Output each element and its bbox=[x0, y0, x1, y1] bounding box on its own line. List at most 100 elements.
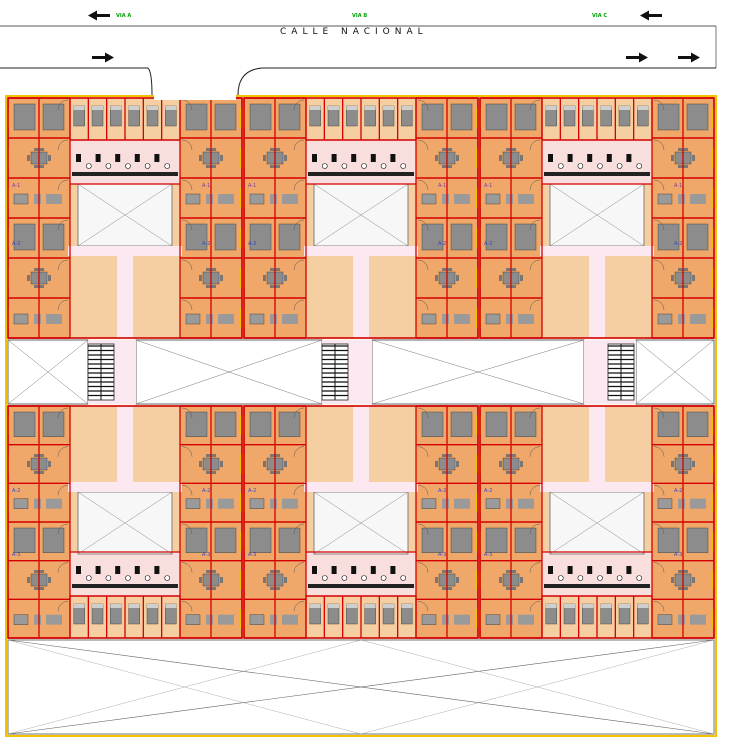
sofa-icon bbox=[185, 498, 201, 509]
door-swing-icon bbox=[57, 99, 69, 111]
bed-icon bbox=[185, 411, 208, 437]
door-swing-icon bbox=[293, 523, 305, 535]
door-swing-icon bbox=[293, 601, 305, 612]
armchair-icon bbox=[34, 314, 41, 324]
toilet-icon bbox=[144, 163, 151, 169]
door-swing-icon bbox=[181, 485, 193, 496]
door-swing-icon bbox=[293, 407, 305, 419]
corridor bbox=[304, 482, 418, 492]
bed-icon bbox=[421, 103, 444, 131]
unit-label: A-1 bbox=[12, 183, 20, 189]
bed-icon bbox=[278, 103, 301, 131]
armchair-icon bbox=[678, 314, 685, 324]
chair-icon bbox=[435, 275, 438, 281]
fixture-icon bbox=[548, 154, 553, 162]
bed-icon bbox=[450, 223, 473, 251]
pillow-icon bbox=[564, 604, 575, 608]
bed-icon bbox=[42, 223, 65, 251]
chair-icon bbox=[27, 461, 30, 467]
fixture-icon bbox=[548, 566, 553, 574]
fixture-icon bbox=[626, 154, 632, 162]
bed-icon bbox=[514, 223, 537, 251]
toilet-icon bbox=[616, 163, 623, 169]
door-swing-icon bbox=[653, 219, 665, 231]
bed-icon bbox=[657, 411, 680, 437]
sofa-icon bbox=[485, 193, 501, 205]
armchair-icon bbox=[678, 498, 685, 509]
sofa-icon bbox=[454, 314, 470, 324]
pillow-icon bbox=[582, 604, 594, 608]
unit-label: A-3 bbox=[12, 552, 20, 558]
toilet-icon bbox=[86, 163, 92, 169]
door-swing-icon bbox=[293, 179, 305, 191]
pillow-icon bbox=[346, 106, 358, 110]
door-swing-icon bbox=[529, 562, 541, 573]
bed-icon bbox=[686, 223, 709, 251]
unit-label: A-1 bbox=[438, 183, 446, 189]
chair-icon bbox=[284, 155, 287, 161]
sofa-icon bbox=[421, 313, 437, 325]
unit-label: A-2 bbox=[248, 488, 256, 494]
door-swing-icon bbox=[57, 407, 69, 419]
chair-icon bbox=[220, 155, 223, 161]
door-swing-icon bbox=[417, 299, 429, 311]
unit-label: A-3 bbox=[438, 552, 446, 558]
pillow-icon bbox=[364, 604, 376, 608]
service-band bbox=[70, 552, 180, 596]
chair-icon bbox=[520, 275, 523, 281]
door-swing-icon bbox=[529, 446, 541, 457]
sofa-icon bbox=[690, 314, 706, 324]
fixture-icon bbox=[390, 154, 396, 162]
lane-label-1: VIA A bbox=[116, 13, 131, 19]
light-well-cross bbox=[77, 491, 173, 555]
service-band bbox=[306, 140, 416, 184]
door-swing-icon bbox=[293, 99, 305, 111]
arrow-right-icon bbox=[678, 52, 700, 63]
bottom-open-area bbox=[7, 639, 715, 735]
chair-icon bbox=[220, 577, 223, 583]
toilet-icon bbox=[321, 575, 328, 581]
sofa-icon bbox=[46, 314, 62, 324]
sofa-icon bbox=[282, 194, 298, 204]
unit-label: A-2 bbox=[438, 488, 446, 494]
door-swing-icon bbox=[417, 179, 429, 191]
pillow-icon bbox=[364, 106, 376, 110]
toilet-icon bbox=[597, 163, 603, 169]
door-swing-icon bbox=[293, 446, 305, 457]
chair-icon bbox=[48, 155, 51, 161]
unit-label: A-2 bbox=[484, 488, 492, 494]
door-swing-icon bbox=[529, 99, 541, 111]
fixture-icon bbox=[76, 154, 81, 162]
fixture-icon bbox=[154, 154, 160, 162]
pillow-icon bbox=[637, 604, 649, 608]
outer-wall bbox=[7, 97, 243, 339]
door-swing-icon bbox=[653, 99, 665, 111]
armchair-icon bbox=[442, 314, 449, 324]
door-swing-icon bbox=[181, 562, 193, 573]
outer-wall bbox=[479, 405, 715, 639]
sofa-icon bbox=[249, 313, 265, 325]
corridor bbox=[540, 482, 654, 492]
pillow-icon bbox=[110, 604, 122, 608]
service-band bbox=[542, 552, 652, 596]
armchair-icon bbox=[34, 498, 41, 509]
chair-icon bbox=[671, 155, 674, 161]
fixture-icon bbox=[115, 566, 121, 574]
pillow-icon bbox=[309, 604, 321, 608]
sofa-icon bbox=[46, 498, 62, 509]
toilet-icon bbox=[341, 163, 348, 169]
chair-icon bbox=[499, 461, 502, 467]
unit-label: A-3 bbox=[674, 552, 682, 558]
chair-icon bbox=[456, 155, 459, 161]
fixture-icon bbox=[606, 566, 612, 574]
corridor bbox=[68, 482, 182, 492]
toilet-icon bbox=[636, 163, 643, 169]
fixture-icon bbox=[331, 566, 337, 574]
sofa-icon bbox=[657, 614, 673, 625]
bed-icon bbox=[686, 411, 709, 437]
fixture-icon bbox=[95, 566, 101, 574]
bed-icon bbox=[214, 527, 237, 553]
chair-icon bbox=[499, 275, 502, 281]
toilet-icon bbox=[164, 575, 170, 581]
